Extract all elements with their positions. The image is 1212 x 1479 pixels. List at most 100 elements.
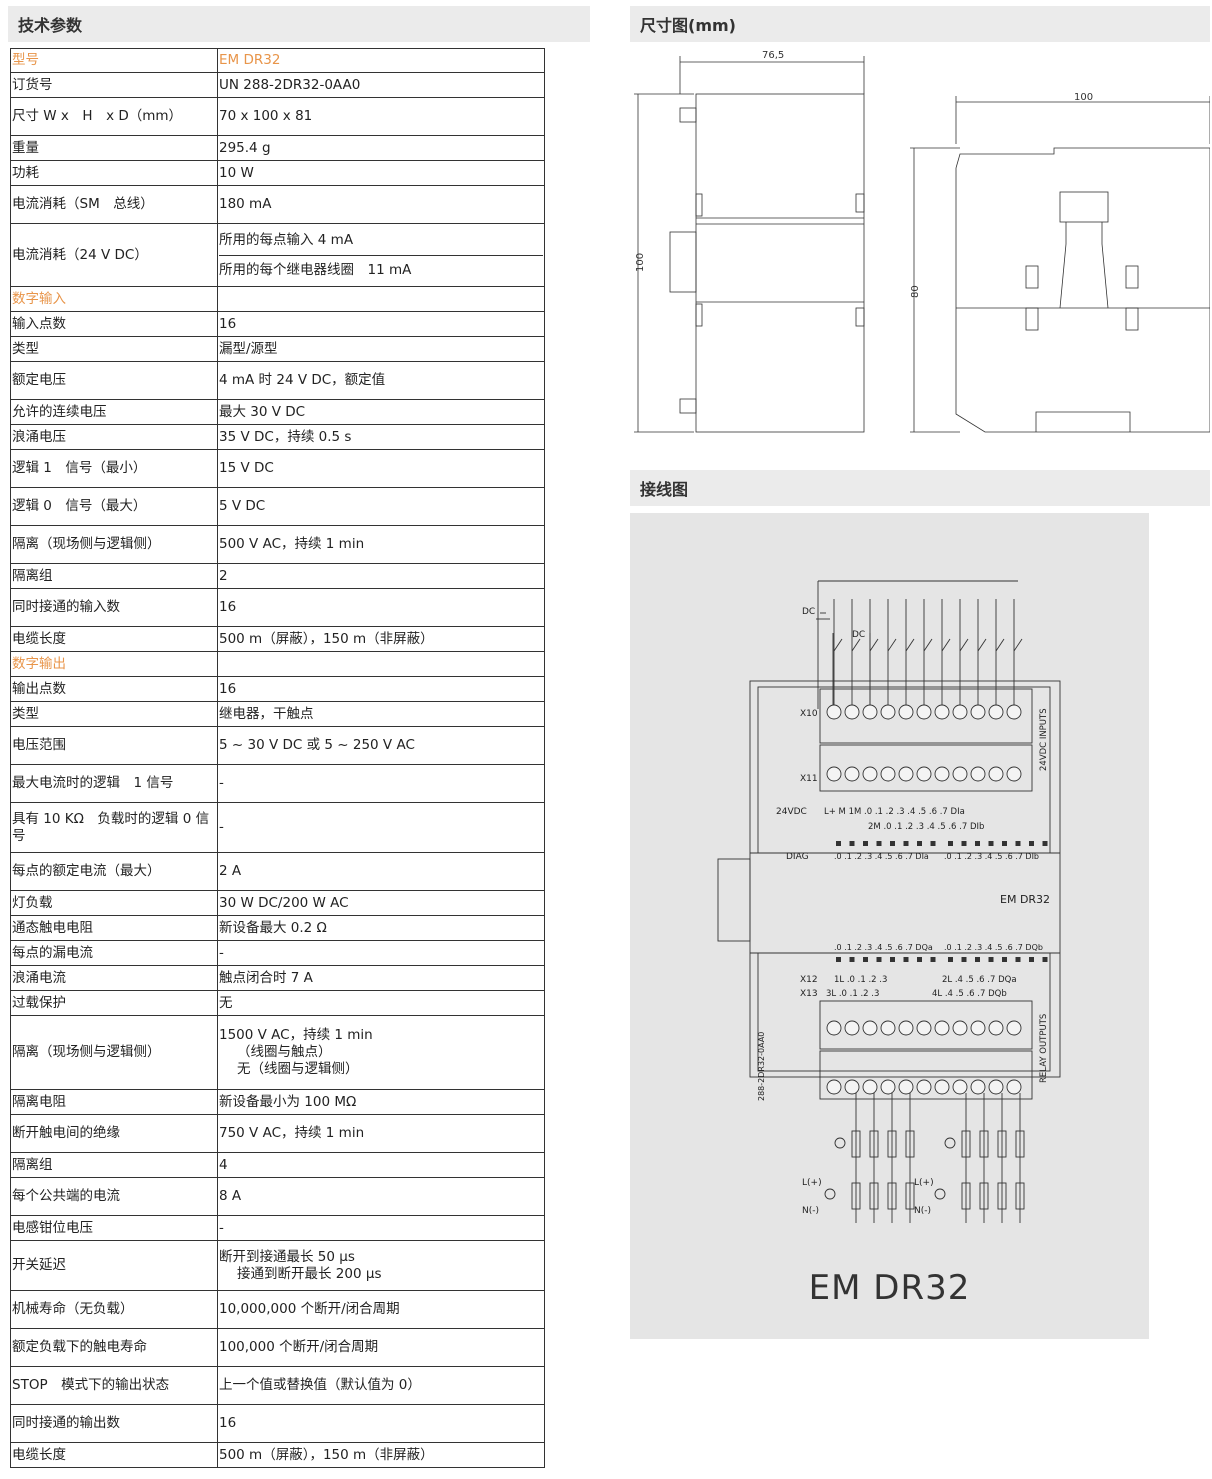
spec-value-line: 2 A <box>219 863 242 879</box>
load-resistor <box>979 1182 989 1210</box>
terminal-screw <box>988 1079 1004 1095</box>
nminus-label-1: N(-) <box>802 1206 819 1216</box>
spec-key: 输出点数 <box>10 676 218 702</box>
status-led <box>903 841 909 846</box>
load-resistor <box>851 1182 861 1210</box>
vdc24-label: 24VDC <box>776 807 807 817</box>
spec-key: 允许的连续电压 <box>10 399 218 425</box>
spec-key: 具有 10 KΩ 负载时的逻辑 0 信号 <box>10 802 218 853</box>
spec-value-line: 100,000 个断开/闭合周期 <box>219 1339 379 1355</box>
status-led <box>961 841 967 846</box>
led-dqa-label: .0 .1 .2 .3 .4 .5 .6 .7 DQa <box>834 943 933 952</box>
spec-key: 隔离组 <box>10 1152 218 1178</box>
terminal-screw <box>898 1079 914 1095</box>
status-led <box>849 957 855 962</box>
spec-key: 电流消耗（SM 总线） <box>10 185 218 224</box>
spec-key: 同时接通的输入数 <box>10 588 218 627</box>
spec-value-line: 漏型/源型 <box>219 340 278 357</box>
terminal-screw <box>826 1079 842 1095</box>
spec-value-line: 500 m（屏蔽），150 m（非屏蔽） <box>219 1446 434 1463</box>
spec-value: 15 V DC <box>217 449 545 488</box>
spec-value: 触点闭合时 7 A <box>217 965 545 991</box>
row-out-b2-label: 4L .4 .5 .6 .7 DQb <box>932 989 1007 999</box>
spec-key: 数字输入 <box>10 286 218 312</box>
spec-value-line: 5 V DC <box>219 498 266 514</box>
terminal-screw <box>952 704 968 720</box>
dimension-drawing: 76,5 100 100 80 <box>634 50 1210 433</box>
terminal-screw <box>952 1020 968 1036</box>
input-switch <box>923 638 933 652</box>
spec-value: 4 mA 时 24 V DC，额定值 <box>217 361 545 400</box>
input-switch <box>851 638 861 652</box>
spec-row: 类型继电器，干触点 <box>10 701 545 727</box>
spec-value: 10,000,000 个断开/闭合周期 <box>217 1290 545 1329</box>
ac-source-icon <box>834 1137 846 1149</box>
terminal-screw <box>1006 766 1022 782</box>
terminal-screw <box>970 1079 986 1095</box>
spec-value-line: 最大 30 V DC <box>219 403 306 420</box>
spec-value: 5 ~ 30 V DC 或 5 ~ 250 V AC <box>217 726 545 765</box>
spec-row: 每点的额定电流（最大）2 A <box>10 852 545 891</box>
spec-value-line: 10 W <box>219 164 254 181</box>
spec-value: 2 <box>217 563 545 589</box>
status-led <box>1015 841 1021 846</box>
terminal-screw <box>970 766 986 782</box>
spec-value: 10 W <box>217 160 545 186</box>
spec-value: 35 V DC，持续 0.5 s <box>217 424 545 450</box>
input-switch <box>959 638 969 652</box>
load-resistor <box>961 1182 971 1210</box>
spec-value-line: 新设备最小为 100 MΩ <box>219 1093 357 1110</box>
x13-label: X13 <box>800 989 818 999</box>
load-resistor <box>869 1182 879 1210</box>
spec-value-line: 4 mA 时 24 V DC，额定值 <box>219 372 386 388</box>
led-dib-label: .0 .1 .2 .3 .4 .5 .6 .7 DIb <box>944 852 1039 861</box>
spec-value: 180 mA <box>217 185 545 224</box>
spec-value: EM DR32 <box>217 48 545 73</box>
spec-key: 数字输出 <box>10 651 218 677</box>
spec-value-line: 所用的每个继电器线圈 11 mA <box>219 254 543 279</box>
spec-value-line: 295.4 g <box>219 139 271 156</box>
dimension-drawing-header: 尺寸图(mm) <box>630 6 1210 42</box>
lplus-label-2: L(+) <box>914 1178 934 1188</box>
spec-key: 输入点数 <box>10 311 218 337</box>
terminal-screw <box>880 1079 896 1095</box>
load-resistor <box>887 1130 897 1158</box>
spec-value-line: 接通到断开最长 200 μs <box>237 1265 382 1282</box>
status-led <box>863 957 868 962</box>
status-led <box>1015 957 1021 962</box>
spec-key: 通态触电电阻 <box>10 915 218 941</box>
spec-key: 电缆长度 <box>10 626 218 652</box>
spec-value <box>217 286 545 312</box>
spec-value-line: 新设备最大 0.2 Ω <box>219 919 327 936</box>
spec-value-line: 180 mA <box>219 196 272 212</box>
spec-value: 500 m（屏蔽），150 m（非屏蔽） <box>217 626 545 652</box>
terminal-screw <box>844 1020 860 1036</box>
terminal-screw <box>898 1020 914 1036</box>
load-resistor <box>997 1182 1007 1210</box>
spec-row: STOP 模式下的输出状态上一个值或替换值（默认值为 0） <box>10 1366 545 1405</box>
spec-value <box>217 651 545 677</box>
spec-value: - <box>217 802 545 853</box>
terminal-screw <box>862 704 878 720</box>
row-out-b-label: 3L .0 .1 .2 .3 <box>826 989 879 999</box>
status-led <box>1029 841 1034 846</box>
spec-key: 每点的额定电流（最大） <box>10 852 218 891</box>
spec-key: 额定负载下的触电寿命 <box>10 1328 218 1367</box>
spec-value: 750 V AC，持续 1 min <box>217 1114 545 1153</box>
led-dia-label: .0 .1 .2 .3 .4 .5 .6 .7 DIa <box>834 852 929 861</box>
load-resistor <box>1015 1182 1025 1210</box>
inputs-side-label: 24VDC INPUTS <box>1039 708 1049 771</box>
side-height-dim: 80 <box>910 285 921 298</box>
outputs-side-label: RELAY OUTPUTS <box>1039 1014 1049 1083</box>
spec-row: 过载保护无 <box>10 990 545 1016</box>
spec-key: 逻辑 1 信号（最小） <box>10 449 218 488</box>
status-led <box>1029 957 1034 962</box>
